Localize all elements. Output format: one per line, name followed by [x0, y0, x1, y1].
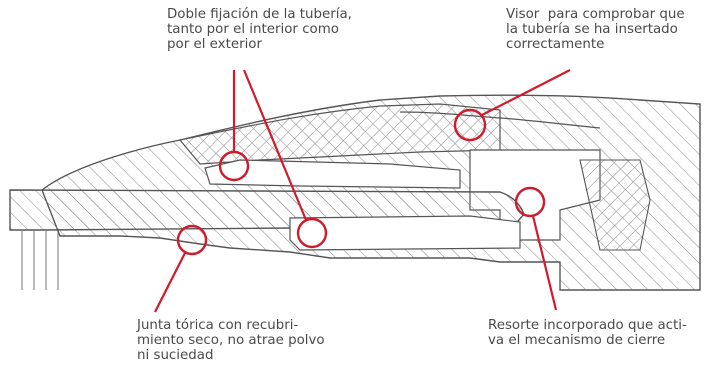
- callout-circle-o-ring: [176, 224, 208, 256]
- callout-label-double-fixing: Doble fijación de la tubería, tanto por …: [167, 7, 352, 52]
- end-chamber-inner: [579, 159, 651, 251]
- leader-spring: [531, 215, 558, 311]
- callout-label-spring: Resorte incorporado que acti- va el meca…: [488, 318, 687, 348]
- outer-sleeve: [178, 103, 501, 165]
- leader-viewer: [481, 69, 571, 116]
- callout-label-o-ring: Junta tórica con recubri- miento seco, n…: [137, 318, 325, 363]
- viewer-window-edge: [399, 111, 601, 129]
- leader-inner-fixing: [242, 69, 308, 221]
- pipe-end-lines: [21, 230, 59, 290]
- leader-o-ring: [154, 252, 186, 313]
- lower-sleeve: [289, 215, 521, 251]
- callout-label-viewer: Visor para comprobar que la tubería se h…: [506, 7, 685, 52]
- inner-grip-channel: [204, 159, 461, 189]
- callout-circle-spring: [514, 186, 546, 218]
- callout-circle-inner-fixing: [296, 217, 328, 249]
- callout-circle-viewer: [453, 108, 487, 142]
